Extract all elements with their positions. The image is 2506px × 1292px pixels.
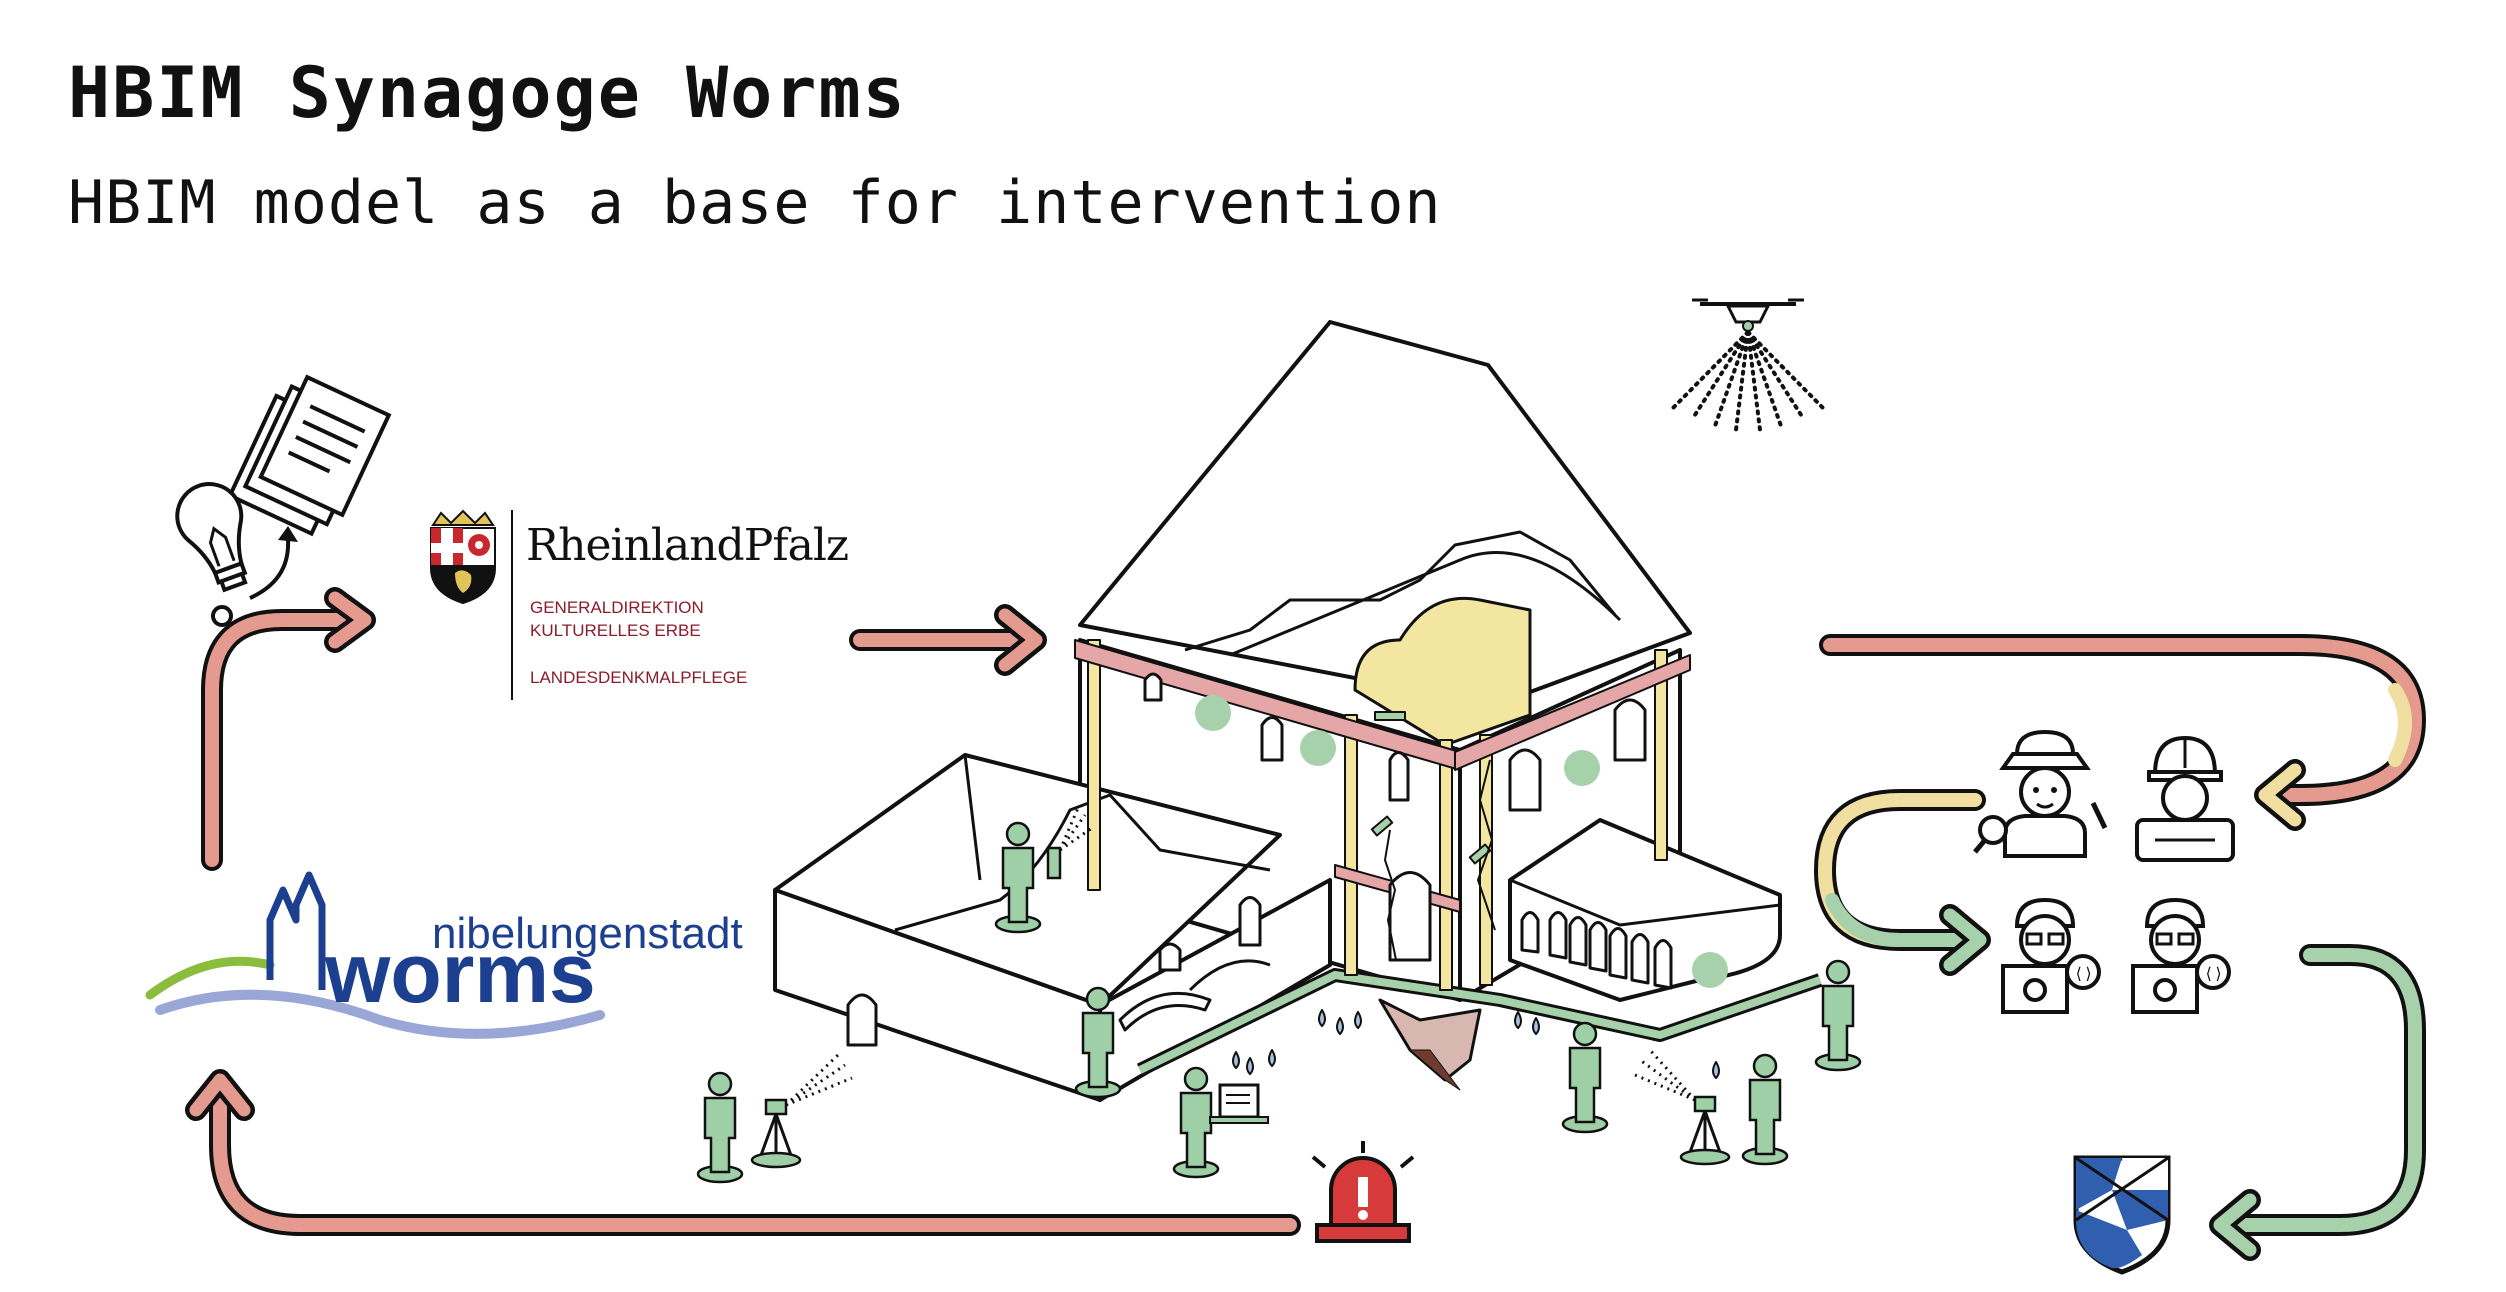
- alarm-icon: [1311, 1141, 1415, 1243]
- inspector-icon: [1973, 729, 2108, 858]
- developer-icon: ⟨⟩: [2001, 897, 2101, 1014]
- synagogue-building: [773, 320, 1823, 1102]
- crest-icon: [2073, 1155, 2171, 1275]
- surveyor-person: [1814, 959, 1862, 1072]
- tablet-icon: [1209, 1083, 1269, 1124]
- rlp-line2: KULTURELLES ERBE: [530, 621, 701, 640]
- page-subtitle: HBIM model as a base for intervention: [68, 168, 1442, 238]
- drone-icon: [1671, 298, 1825, 432]
- worms-logo-big: worms: [324, 926, 596, 1020]
- rlp-line1: GENERALDIREKTION: [530, 598, 704, 617]
- worms-logo-small: nibelungenstadt: [432, 909, 743, 958]
- surveyor-person: [696, 1071, 744, 1184]
- engineer-icon: [2135, 735, 2235, 862]
- coat-of-arms-icon: [430, 509, 496, 605]
- arrow-worms-to-documents: [201, 609, 356, 871]
- svg-text:⟨⟩: ⟨⟩: [2204, 964, 2223, 983]
- svg-text:RheinlandPfalz: RheinlandPfalz: [526, 520, 848, 571]
- surveyor-person: [1741, 1053, 1789, 1166]
- surveyor-person: [1561, 1021, 1609, 1134]
- svg-text:⟨⟩: ⟨⟩: [2074, 964, 2093, 983]
- page-title: HBIM Synagoge Worms: [68, 52, 907, 134]
- worms-logo: nibelungenstadt worms: [145, 871, 743, 1039]
- lightbulb-icon: [175, 482, 248, 593]
- rlp-name-part2: Pfalz: [744, 520, 848, 571]
- arrow-developers-to-crest: [2219, 944, 2426, 1236]
- laser-scanner-roof-icon: [1046, 807, 1093, 880]
- documents-icon: [227, 374, 392, 537]
- rheinland-pfalz-logo: RheinlandPfalz GENERALDIREKTION KULTUREL…: [430, 509, 849, 700]
- laser-scanner-icon: [1634, 1048, 1731, 1166]
- developer-icon: ⟨⟩: [2131, 897, 2231, 1014]
- laser-scanner-icon: [750, 1053, 853, 1169]
- arrow-building-to-experts: [1819, 634, 2427, 806]
- rlp-line3: LANDESDENKMALPFLEGE: [530, 668, 747, 687]
- rlp-name-part1: Rheinland: [526, 520, 744, 571]
